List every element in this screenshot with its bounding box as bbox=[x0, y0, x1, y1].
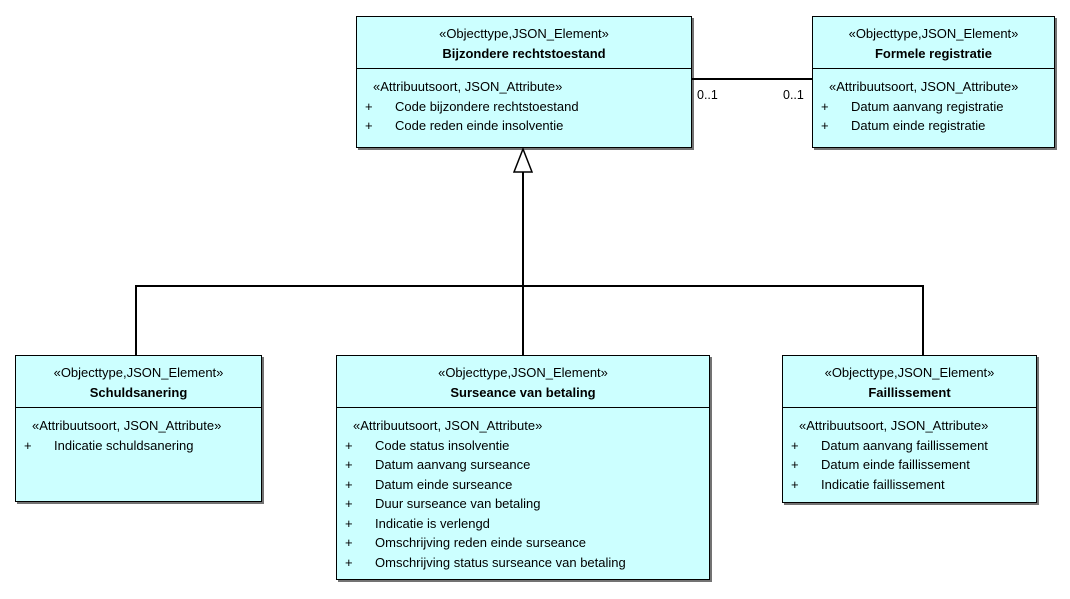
attribute-label: Indicatie faillissement bbox=[821, 476, 945, 492]
class-name: Formele registratie bbox=[874, 45, 993, 61]
class-formele-registratie[interactable]: «Objecttype,JSON_Element» Formele regist… bbox=[812, 16, 1055, 148]
class-faillissement[interactable]: «Objecttype,JSON_Element» Faillissement … bbox=[782, 355, 1037, 503]
class-bijzondere-rechtstoestand[interactable]: «Objecttype,JSON_Element» Bijzondere rec… bbox=[356, 16, 692, 148]
visibility-marker: + bbox=[345, 515, 353, 531]
visibility-marker: + bbox=[345, 457, 353, 472]
class-name: Faillissement bbox=[868, 384, 951, 400]
class-header: «Objecttype,JSON_Element» Bijzondere rec… bbox=[357, 17, 691, 69]
class-stereotype: «Objecttype,JSON_Element» bbox=[438, 365, 608, 380]
class-stereotype: «Objecttype,JSON_Element» bbox=[848, 26, 1019, 41]
attribute-label: Duur surseance van betaling bbox=[375, 496, 541, 511]
class-header: «Objecttype,JSON_Element» Schuldsanering bbox=[16, 356, 261, 408]
attribute-label: Indicatie schuldsanering bbox=[54, 437, 194, 453]
class-name: Surseance van betaling bbox=[450, 384, 596, 400]
visibility-marker: + bbox=[791, 457, 799, 472]
generalization-drop-line-faillissement bbox=[922, 285, 924, 355]
class-stereotype: «Objecttype,JSON_Element» bbox=[53, 365, 224, 380]
attribute-stereotype: «Attribuutsoort, JSON_Attribute» bbox=[32, 418, 222, 433]
attribute-stereotype: «Attribuutsoort, JSON_Attribute» bbox=[829, 79, 1019, 94]
attribute-stereotype: «Attribuutsoort, JSON_Attribute» bbox=[353, 418, 543, 433]
attribute-label: Datum aanvang registratie bbox=[851, 98, 1004, 114]
attribute-label: Datum aanvang faillissement bbox=[821, 437, 988, 453]
attribute-stereotype: «Attribuutsoort, JSON_Attribute» bbox=[799, 418, 989, 433]
attribute-row: + Omschrijving reden einde surseance bbox=[337, 533, 709, 553]
attribute-label: Code status insolventie bbox=[375, 437, 510, 453]
attribute-stereotype: «Attribuutsoort, JSON_Attribute» bbox=[373, 79, 563, 94]
visibility-marker: + bbox=[345, 535, 353, 550]
attribute-row: + Datum einde registratie bbox=[813, 116, 1054, 136]
multiplicity-target: 0..1 bbox=[783, 88, 804, 102]
attribute-row: + Indicatie faillissement bbox=[783, 475, 1036, 495]
visibility-marker: + bbox=[345, 476, 353, 492]
attribute-row: + Code reden einde insolventie bbox=[357, 116, 691, 136]
class-stereotype: «Objecttype,JSON_Element» bbox=[439, 26, 609, 41]
class-schuldsanering[interactable]: «Objecttype,JSON_Element» Schuldsanering… bbox=[15, 355, 262, 502]
attribute-row: + Code status insolventie bbox=[337, 436, 709, 456]
class-header: «Objecttype,JSON_Element» Surseance van … bbox=[337, 356, 709, 408]
visibility-marker: + bbox=[345, 437, 353, 453]
class-attribute-compartment: «Attribuutsoort, JSON_Attribute» + Code … bbox=[337, 408, 709, 572]
attribute-row: + Indicatie schuldsanering bbox=[16, 436, 261, 456]
attribute-row: + Indicatie is verlengd bbox=[337, 514, 709, 534]
multiplicity-source: 0..1 bbox=[697, 88, 718, 102]
attribute-row: + Datum aanvang faillissement bbox=[783, 436, 1036, 456]
attribute-label: Datum aanvang surseance bbox=[375, 457, 531, 472]
generalization-stem-line bbox=[522, 172, 524, 355]
generalization-drop-line-schuldsanering bbox=[135, 285, 137, 355]
attribute-row: + Datum einde surseance bbox=[337, 475, 709, 495]
visibility-marker: + bbox=[791, 476, 799, 492]
class-attribute-compartment: «Attribuutsoort, JSON_Attribute» + Datum… bbox=[813, 69, 1054, 136]
association-line bbox=[692, 78, 812, 80]
attribute-label: Datum einde registratie bbox=[851, 118, 986, 133]
visibility-marker: + bbox=[365, 98, 373, 114]
class-surseance-van-betaling[interactable]: «Objecttype,JSON_Element» Surseance van … bbox=[336, 355, 710, 580]
attribute-label: Code bijzondere rechtstoestand bbox=[395, 98, 579, 114]
visibility-marker: + bbox=[821, 118, 829, 133]
visibility-marker: + bbox=[345, 554, 353, 570]
class-header: «Objecttype,JSON_Element» Formele regist… bbox=[813, 17, 1054, 69]
attribute-row: + Code bijzondere rechtstoestand bbox=[357, 97, 691, 117]
attribute-row: + Datum aanvang surseance bbox=[337, 455, 709, 475]
class-name: Bijzondere rechtstoestand bbox=[442, 45, 606, 61]
visibility-marker: + bbox=[821, 98, 829, 114]
visibility-marker: + bbox=[365, 118, 373, 133]
attribute-label: Datum einde faillissement bbox=[821, 457, 970, 472]
generalization-arrowhead-icon bbox=[513, 148, 533, 173]
attribute-label: Code reden einde insolventie bbox=[395, 118, 564, 133]
attribute-label: Omschrijving status surseance van betali… bbox=[375, 554, 626, 570]
class-attribute-compartment: «Attribuutsoort, JSON_Attribute» + Indic… bbox=[16, 408, 261, 455]
visibility-marker: + bbox=[791, 437, 799, 453]
attribute-row: + Duur surseance van betaling bbox=[337, 494, 709, 514]
class-attribute-compartment: «Attribuutsoort, JSON_Attribute» + Code … bbox=[357, 69, 691, 136]
class-stereotype: «Objecttype,JSON_Element» bbox=[824, 365, 995, 380]
class-name: Schuldsanering bbox=[89, 384, 188, 400]
attribute-label: Omschrijving reden einde surseance bbox=[375, 535, 586, 550]
attribute-row: + Datum einde faillissement bbox=[783, 455, 1036, 475]
class-attribute-compartment: «Attribuutsoort, JSON_Attribute» + Datum… bbox=[783, 408, 1036, 494]
visibility-marker: + bbox=[24, 437, 32, 453]
attribute-label: Indicatie is verlengd bbox=[375, 515, 490, 531]
generalization-horizontal-line bbox=[135, 285, 924, 287]
attribute-label: Datum einde surseance bbox=[375, 476, 513, 492]
attribute-row: + Datum aanvang registratie bbox=[813, 97, 1054, 117]
visibility-marker: + bbox=[345, 496, 353, 511]
class-header: «Objecttype,JSON_Element» Faillissement bbox=[783, 356, 1036, 408]
attribute-row: + Omschrijving status surseance van beta… bbox=[337, 553, 709, 573]
